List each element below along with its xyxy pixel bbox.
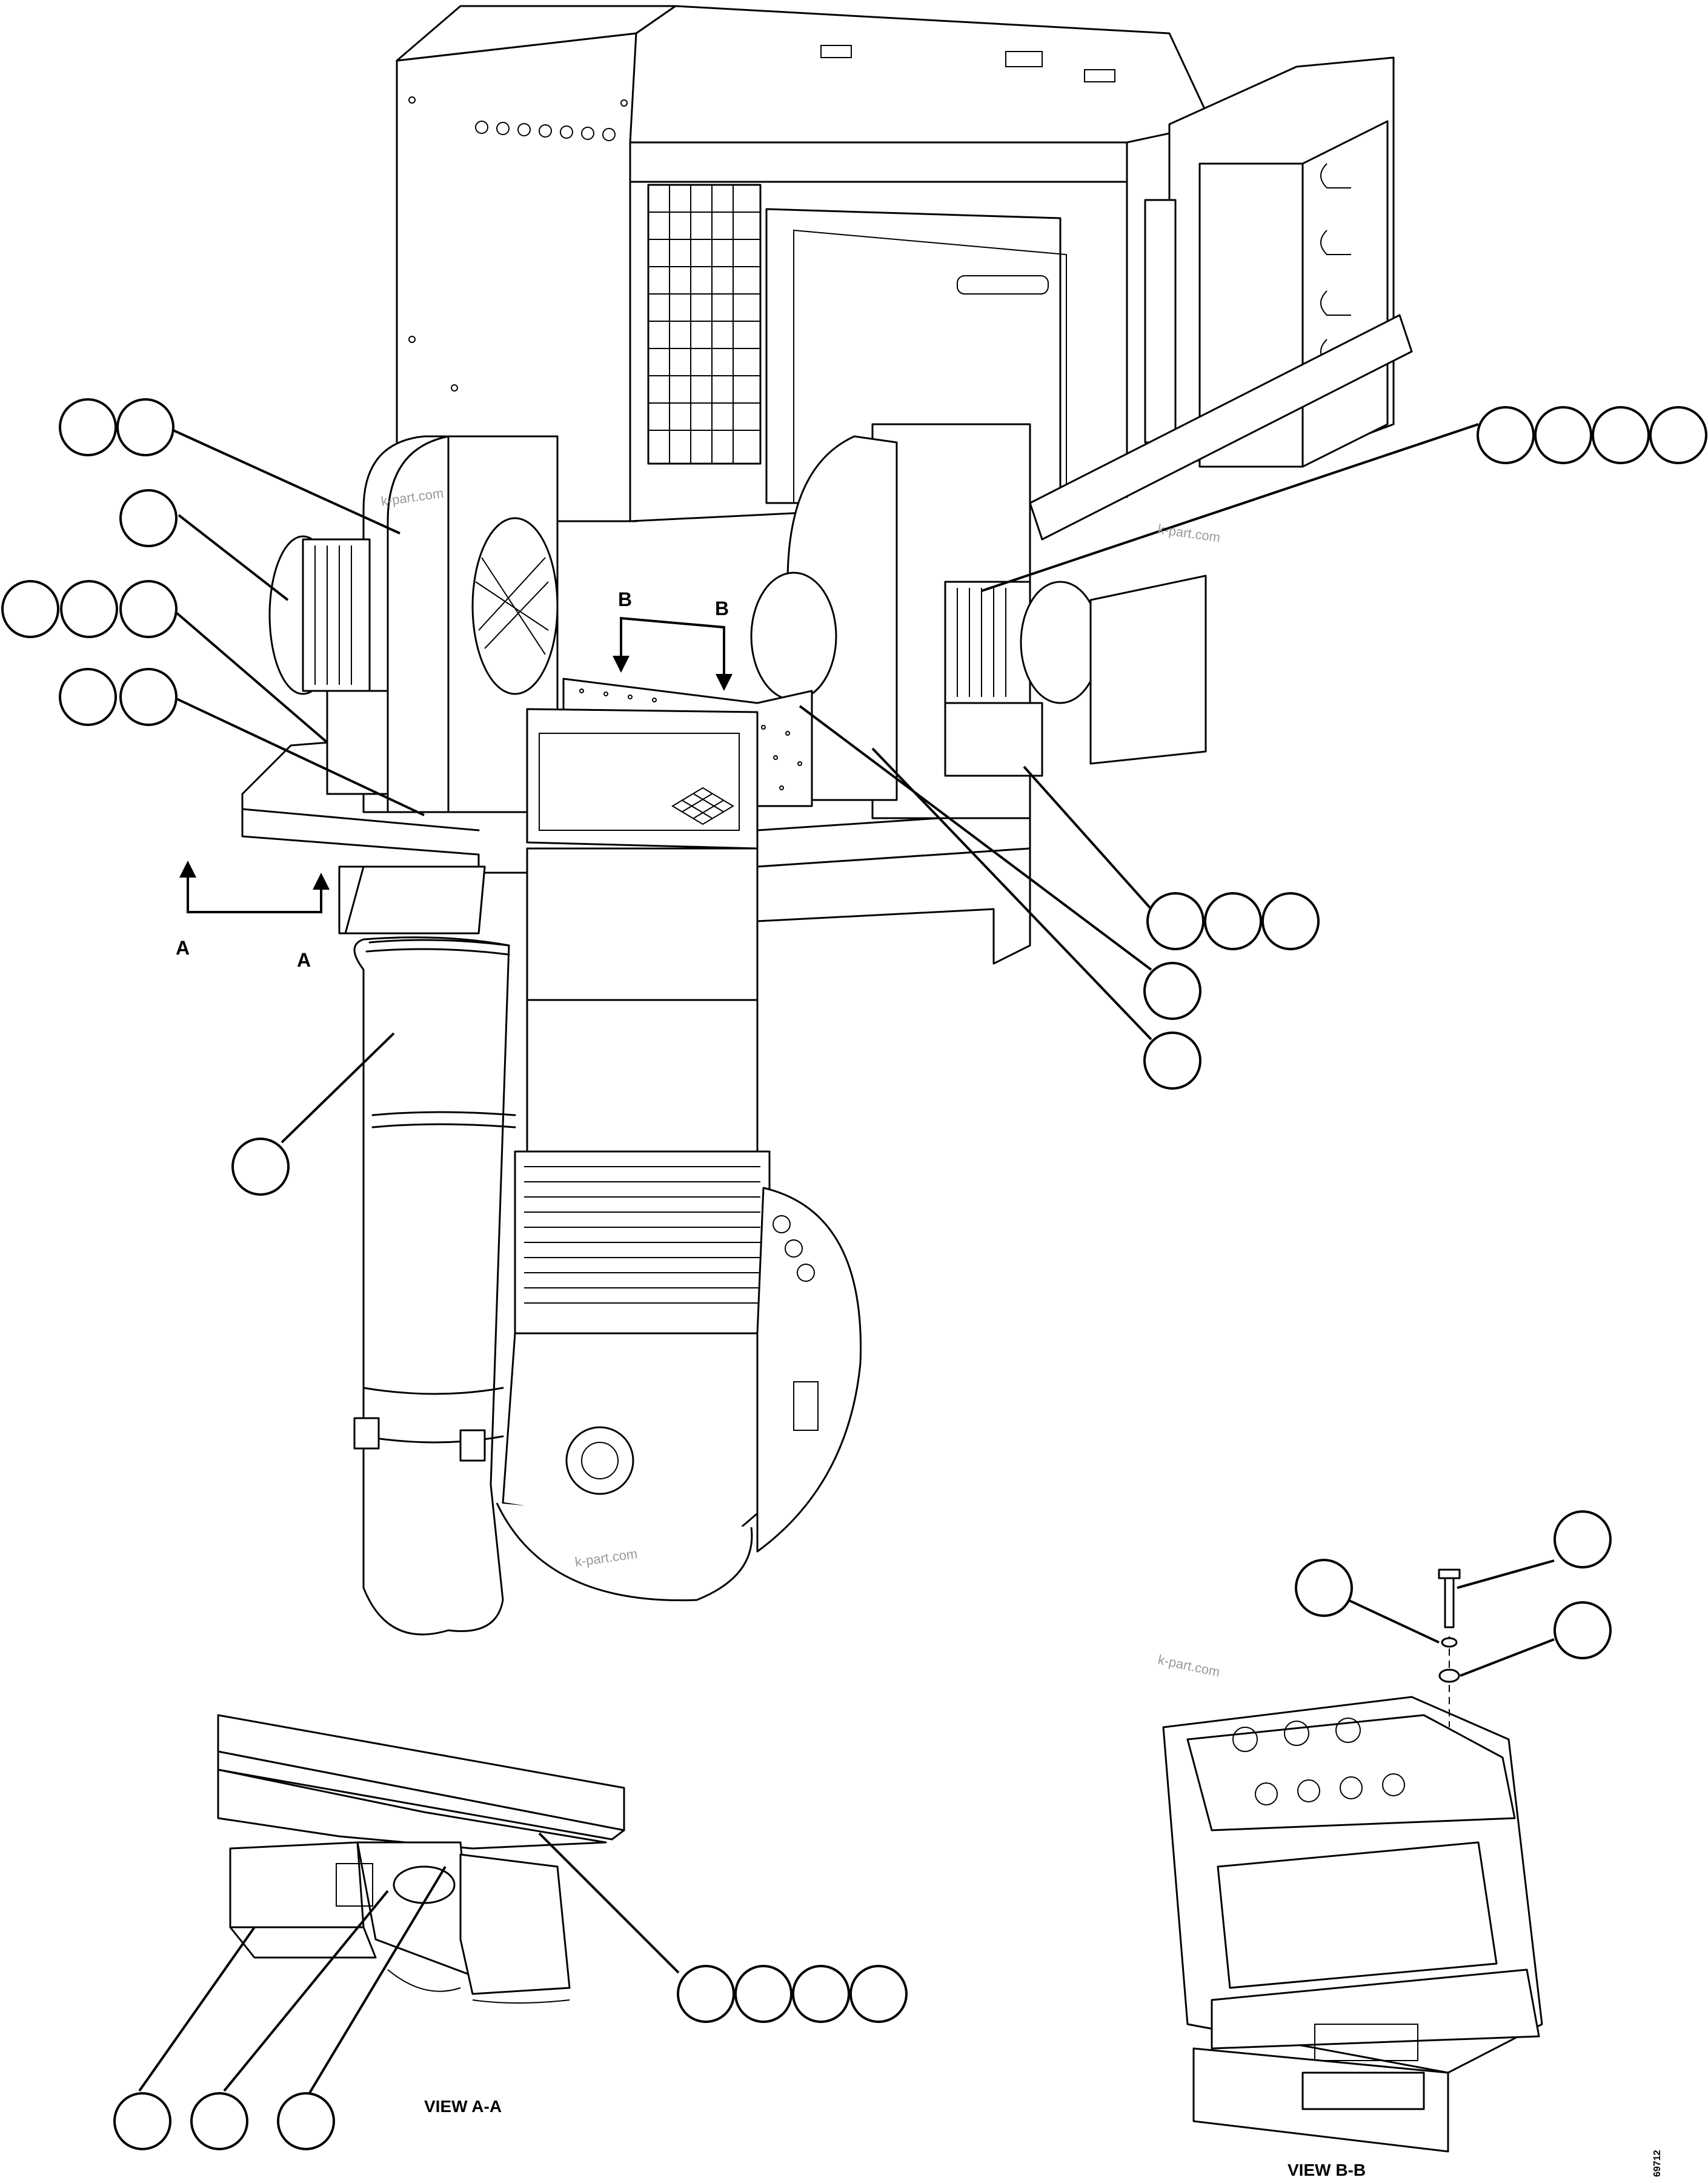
lower-duct — [502, 1332, 771, 1541]
hose-clamps — [362, 939, 516, 1444]
base-skid-right — [1029, 314, 1413, 541]
callout-balloon — [1143, 962, 1201, 1020]
left-inlet-grille — [471, 517, 559, 695]
box-emblem — [671, 787, 734, 825]
grille-mesh — [648, 185, 760, 464]
cabinet-rim — [629, 141, 1128, 183]
left-grille — [647, 184, 762, 465]
frame-leg-right — [756, 847, 1031, 965]
view-a-duct-end — [393, 1865, 456, 1904]
callout-balloon — [1261, 892, 1320, 950]
view-b-lockwasher — [1441, 1637, 1458, 1648]
callout-balloon — [190, 2092, 248, 2150]
callout-balloon — [677, 1965, 735, 2023]
panel-holes — [408, 96, 628, 392]
callout-balloon — [1477, 406, 1535, 464]
view-b-b: VIEW B-B — [1162, 1568, 1543, 2179]
right-side-face — [1301, 120, 1389, 468]
callout-balloon — [1295, 1559, 1353, 1617]
callout-balloon — [1553, 1510, 1612, 1568]
callout-balloon — [1, 580, 59, 638]
right-vent — [1144, 199, 1177, 444]
callout-balloon — [1553, 1601, 1612, 1659]
callout-balloon — [116, 398, 174, 456]
view-a-a: VIEW A-A — [217, 1714, 625, 2116]
hose-inlet — [344, 865, 486, 935]
callout-balloon — [59, 398, 117, 456]
callout-balloon — [734, 1965, 793, 2023]
view-b-flatwasher — [1438, 1668, 1460, 1683]
watermark-4: k-part.com — [1157, 1651, 1221, 1679]
right-latches — [1320, 163, 1351, 364]
view-b-fittings — [1232, 1718, 1405, 1805]
view-b-caption: VIEW B-B — [1288, 2161, 1366, 2179]
callout-balloon — [1592, 406, 1650, 464]
section-a-label-right: A — [297, 949, 311, 971]
callout-balloon — [119, 580, 178, 638]
exchanger-fins — [524, 1166, 760, 1304]
callout-balloon — [277, 2092, 335, 2150]
center-duct — [496, 678, 862, 1602]
callout-balloon — [1204, 892, 1262, 950]
section-b-label-right: B — [715, 598, 729, 619]
callout-balloon — [1534, 406, 1592, 464]
cabinet-top — [629, 5, 1213, 144]
view-a-caption: VIEW A-A — [424, 2097, 502, 2116]
section-b-label-left: B — [618, 588, 632, 610]
callout-balloon — [792, 1965, 850, 2023]
callout-balloon — [119, 489, 178, 547]
door-handle — [957, 275, 1049, 295]
right-blower — [750, 423, 1207, 819]
callout-balloon — [1649, 406, 1707, 464]
callout-balloon — [849, 1965, 908, 2023]
drawing-number: 69712 — [1652, 2150, 1663, 2177]
callout-balloon — [1143, 1032, 1201, 1090]
fan-shroud — [756, 1187, 862, 1553]
perforation-dots — [579, 688, 802, 790]
hose-body — [353, 936, 510, 1636]
section-a-indicator: A A — [176, 861, 330, 971]
section-b-indicator: B B — [613, 588, 733, 691]
callout-balloons — [1, 398, 1707, 2150]
leader-lines — [138, 423, 1555, 2095]
control-box — [526, 708, 759, 850]
lower-port — [565, 1426, 634, 1495]
callout-balloon — [59, 668, 117, 726]
callout-balloon — [1146, 892, 1205, 950]
view-b-bolt — [1444, 1575, 1455, 1628]
callout-balloon — [231, 1138, 290, 1196]
watermark-2: k-part.com — [1157, 521, 1221, 545]
lower-elbow — [496, 1502, 753, 1602]
shroud-connectors — [773, 1215, 819, 1431]
view-b-panel — [1217, 1841, 1498, 1989]
callout-balloon — [119, 668, 178, 726]
callout-balloon — [113, 2092, 171, 2150]
flex-hose — [344, 865, 516, 1636]
callout-balloon — [60, 580, 118, 638]
section-a-label-left: A — [176, 937, 190, 959]
right-motor-cap — [1020, 581, 1101, 704]
right-motor-box — [1089, 575, 1207, 765]
